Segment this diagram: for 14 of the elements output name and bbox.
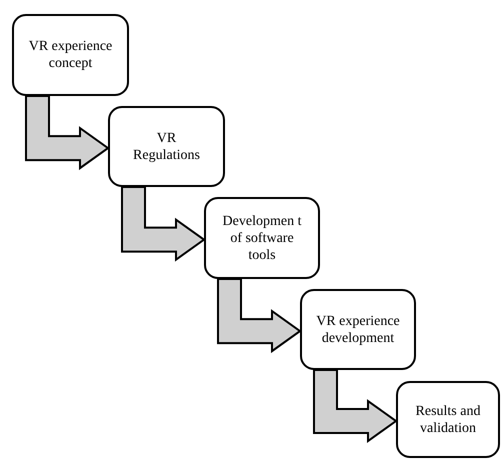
process-box (396, 381, 500, 458)
step-label: VR Regulations (132, 130, 201, 164)
block-arrow (313, 369, 398, 443)
step-label: Developmen t of software tools (222, 212, 302, 264)
step-label: VR experience concept (28, 38, 114, 72)
block-arrow (121, 186, 206, 262)
process-box (204, 197, 320, 279)
process-box (12, 14, 129, 96)
process-box (108, 106, 225, 187)
block-arrow (217, 278, 302, 354)
process-box (300, 289, 416, 370)
step-label: Results and validation (414, 402, 482, 436)
step-label: VR experience development (315, 312, 401, 346)
block-arrow (25, 95, 110, 170)
